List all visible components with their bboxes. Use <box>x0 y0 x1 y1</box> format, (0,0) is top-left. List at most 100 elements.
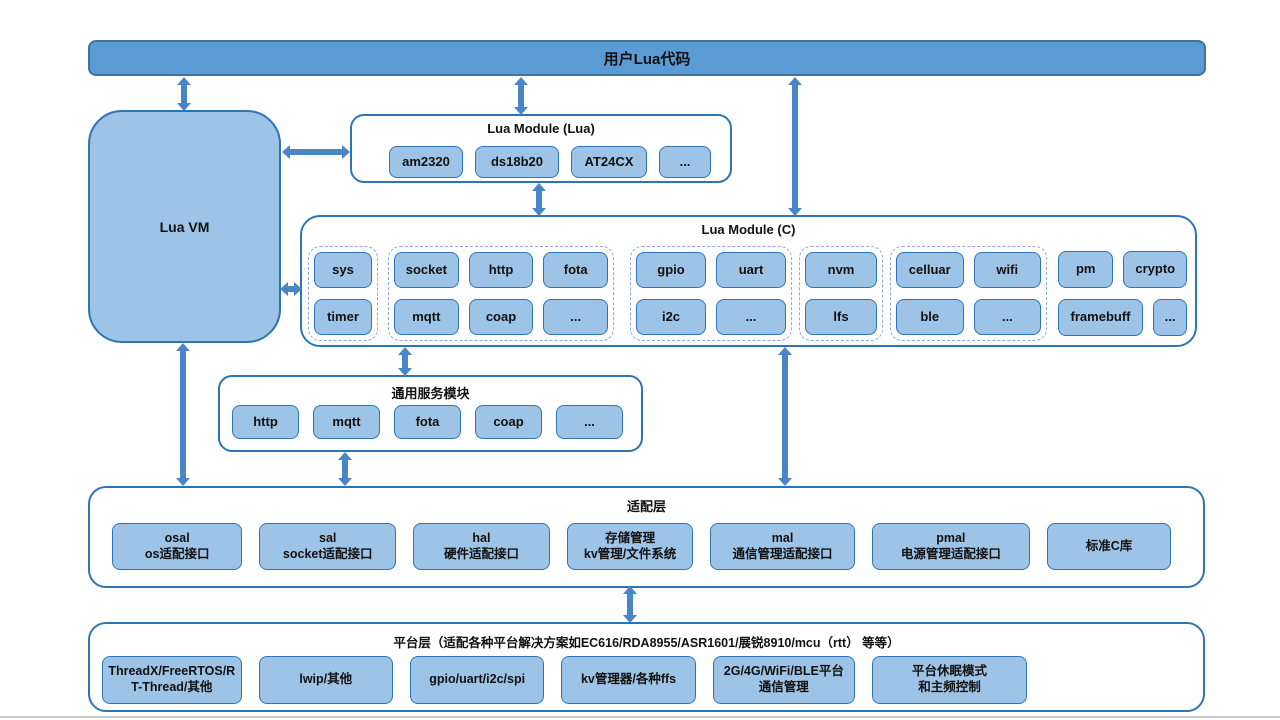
window-bottom-edge <box>0 716 1280 718</box>
user-lua-code-label: 用户Lua代码 <box>603 50 691 68</box>
platform-chip: ThreadX/FreeRTOS/RT-Thread/其他 <box>102 656 242 704</box>
platform-chip: lwip/其他 <box>258 656 393 704</box>
adapter-chip-line1: hal <box>472 530 491 545</box>
module-chip: ... <box>659 146 711 178</box>
arrow-services-adapter <box>338 452 352 486</box>
platform-layer-items: ThreadX/FreeRTOS/RT-Thread/其他 lwip/其他 gp… <box>102 656 1027 704</box>
module-chip: crypto <box>1123 251 1187 288</box>
module-group-sys: sys timer <box>308 246 378 341</box>
common-services-container: 通用服务模块 http mqtt fota coap ... <box>218 375 643 452</box>
lua-module-lua-container: Lua Module (Lua) am2320 ds18b20 AT24CX .… <box>350 114 732 183</box>
module-chip: ... <box>973 299 1041 335</box>
module-chip: fota <box>543 252 609 288</box>
platform-chip-line2: 和主频控制 <box>918 680 981 694</box>
service-chip: mqtt <box>313 405 380 439</box>
module-group-radio: celluar wifi ble ... <box>890 246 1047 341</box>
module-chip: am2320 <box>389 146 463 178</box>
module-chip: wifi <box>973 252 1041 288</box>
module-chip: ... <box>1153 299 1187 336</box>
adapter-chip: mal 通信管理适配接口 <box>710 523 855 570</box>
lua-vm-box: Lua VM <box>88 110 281 343</box>
module-chip: timer <box>314 299 372 335</box>
module-group-misc: pm crypto framebuff ... <box>1053 246 1192 341</box>
service-chip: coap <box>475 405 542 439</box>
service-chip: ... <box>556 405 623 439</box>
adapter-chip: osal os适配接口 <box>112 523 243 570</box>
common-services-items: http mqtt fota coap ... <box>232 405 623 439</box>
arrow-modulec-services <box>398 347 412 376</box>
platform-chip: 平台休眠模式 和主频控制 <box>871 656 1027 704</box>
adapter-chip-line1: pmal <box>936 530 966 545</box>
platform-chip-line1: 平台休眠模式 <box>911 664 987 679</box>
module-chip: i2c <box>636 299 706 335</box>
module-chip: lfs <box>805 299 877 335</box>
adapter-chip-line1: 存储管理 <box>605 530 656 545</box>
adapter-layer-container: 适配层 osal os适配接口 sal socket适配接口 hal 硬件适配接… <box>88 486 1205 588</box>
platform-chip-label: gpio/uart/i2c/spi <box>429 672 526 687</box>
arrow-usercode-modulelua <box>514 77 528 115</box>
platform-layer-title: 平台层（适配各种平台解决方案如EC616/RDA8955/ASR1601/展锐8… <box>393 636 900 650</box>
adapter-chip: hal 硬件适配接口 <box>413 523 550 570</box>
adapter-chip-line2: socket适配接口 <box>282 546 373 561</box>
module-group-peripheral: gpio uart i2c ... <box>630 246 792 341</box>
module-chip: mqtt <box>394 299 459 335</box>
arrow-modulec-adapter <box>778 347 792 486</box>
platform-chip: 2G/4G/WiFi/BLE平台通信管理 <box>712 656 855 704</box>
adapter-chip-line2: 电源管理适配接口 <box>900 546 1001 561</box>
service-chip: fota <box>394 405 461 439</box>
platform-layer-container: 平台层（适配各种平台解决方案如EC616/RDA8955/ASR1601/展锐8… <box>88 622 1205 712</box>
adapter-chip-line2: 通信管理适配接口 <box>732 546 833 561</box>
module-chip: sys <box>314 252 372 288</box>
adapter-chip-line1: 标准C库 <box>1085 538 1133 553</box>
arrow-adapter-platform <box>623 586 637 623</box>
adapter-layer-items: osal os适配接口 sal socket适配接口 hal 硬件适配接口 存储… <box>112 523 1171 570</box>
platform-chip-label: lwip/其他 <box>299 672 353 687</box>
adapter-layer-title: 适配层 <box>626 499 666 514</box>
module-group-storage: nvm lfs <box>799 246 883 341</box>
platform-chip: gpio/uart/i2c/spi <box>409 656 545 704</box>
lua-module-lua-items: am2320 ds18b20 AT24CX ... <box>389 146 711 178</box>
platform-chip: kv管理器/各种ffs <box>561 656 696 704</box>
adapter-chip-line2: 硬件适配接口 <box>443 546 519 561</box>
module-chip: uart <box>716 252 786 288</box>
adapter-chip: sal socket适配接口 <box>259 523 397 570</box>
adapter-chip: 标准C库 <box>1046 523 1171 570</box>
module-chip: framebuff <box>1058 299 1144 336</box>
adapter-chip-line1: sal <box>319 530 337 545</box>
adapter-chip-line1: osal <box>164 530 190 545</box>
lua-module-lua-title: Lua Module (Lua) <box>487 121 595 136</box>
arrow-luavm-adapter <box>176 343 190 486</box>
module-chip: socket <box>394 252 459 288</box>
platform-chip-label: 2G/4G/WiFi/BLE平台通信管理 <box>723 664 844 694</box>
arrow-usercode-modulec <box>788 77 802 216</box>
module-chip: AT24CX <box>571 146 647 178</box>
module-chip: ... <box>716 299 786 335</box>
user-lua-code-bar: 用户Lua代码 <box>88 40 1206 76</box>
module-chip: celluar <box>896 252 964 288</box>
arrow-luavm-modulelua <box>282 145 350 159</box>
adapter-chip: pmal 电源管理适配接口 <box>871 523 1030 570</box>
module-chip: coap <box>468 299 534 335</box>
module-chip: pm <box>1058 251 1114 288</box>
arrow-usercode-luavm <box>177 77 191 111</box>
arrow-modulelua-modulec <box>532 183 546 216</box>
module-chip: ... <box>543 299 609 335</box>
lua-module-c-title: Lua Module (C) <box>701 222 796 237</box>
platform-chip-label: kv管理器/各种ffs <box>580 672 677 687</box>
module-chip: gpio <box>636 252 706 288</box>
lua-module-c-container: Lua Module (C) sys timer socket http fot… <box>300 215 1197 347</box>
platform-chip-label: ThreadX/FreeRTOS/RT-Thread/其他 <box>108 664 236 694</box>
module-group-network: socket http fota mqtt coap ... <box>388 246 614 341</box>
module-chip: nvm <box>805 252 877 288</box>
adapter-chip: 存储管理 kv管理/文件系统 <box>566 523 694 570</box>
module-chip: http <box>468 252 534 288</box>
service-chip: http <box>232 405 299 439</box>
adapter-chip-line2: os适配接口 <box>144 546 210 561</box>
module-chip: ble <box>896 299 964 335</box>
module-chip: ds18b20 <box>475 146 559 178</box>
adapter-chip-line2: kv管理/文件系统 <box>583 546 677 561</box>
lua-vm-label: Lua VM <box>159 218 210 235</box>
adapter-chip-line1: mal <box>771 530 794 545</box>
arrow-luavm-modulec <box>280 282 302 296</box>
